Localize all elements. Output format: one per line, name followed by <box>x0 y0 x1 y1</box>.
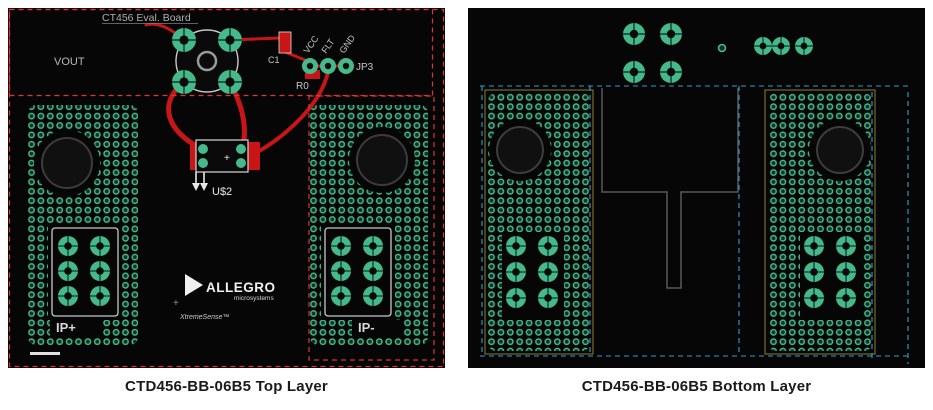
component-r0 <box>305 70 320 79</box>
mounting-hole-right <box>809 119 871 181</box>
mounting-hole-left <box>489 119 551 181</box>
board-title: CT456 Eval. Board <box>102 12 191 24</box>
mounting-hole-left <box>34 130 100 196</box>
connector-right-pads <box>800 232 862 320</box>
label-u2: U$2 <box>212 186 232 198</box>
copper-pour-outline <box>601 88 739 289</box>
single-via <box>717 43 727 53</box>
allegro-sub-text: microsystems <box>234 295 274 302</box>
label-backing <box>50 320 102 336</box>
mounting-hole-right <box>349 127 415 193</box>
logo-plus-mark: + <box>173 298 179 309</box>
vout-pad-cluster <box>171 27 243 95</box>
label-vout: VOUT <box>54 56 85 68</box>
label-jp3: JP3 <box>356 62 374 73</box>
connector-ip-minus <box>321 224 395 320</box>
pcb-top-layer-image: IP+ IP- C1 R0 <box>8 8 445 368</box>
scale-bar <box>30 352 60 355</box>
keepout-outline-yellow <box>484 89 876 355</box>
allegro-triangle-icon <box>185 274 203 296</box>
component-u2: + <box>195 139 249 173</box>
top-pad-cluster <box>622 22 814 84</box>
label-ip-minus: IP- <box>358 320 375 335</box>
caption-bottom-layer: CTD456-BB-06B5 Bottom Layer <box>581 378 812 395</box>
label-ip-plus: IP+ <box>56 320 76 335</box>
xtremesense-tagline: XtremeSense™ <box>179 314 229 321</box>
pcb-bottom-layer-image <box>468 8 925 368</box>
orientation-arrows <box>192 172 208 191</box>
connector-left-pads <box>502 232 564 320</box>
component-c1 <box>278 31 292 54</box>
allegro-logo: ALLEGRO microsystems + XtremeSense™ <box>173 274 276 321</box>
connector-ip-plus <box>48 224 122 320</box>
jp3-header <box>302 58 354 74</box>
label-backing <box>352 320 402 336</box>
caption-top-layer: CTD456-BB-06B5 Top Layer <box>125 378 328 395</box>
selection-outline-blue <box>480 85 912 364</box>
selection-outline-red <box>8 8 445 368</box>
allegro-brand-text: ALLEGRO <box>206 280 276 295</box>
label-r0: R0 <box>296 81 309 92</box>
u2-polarity-mark: + <box>224 153 230 164</box>
label-c1: C1 <box>268 55 280 65</box>
